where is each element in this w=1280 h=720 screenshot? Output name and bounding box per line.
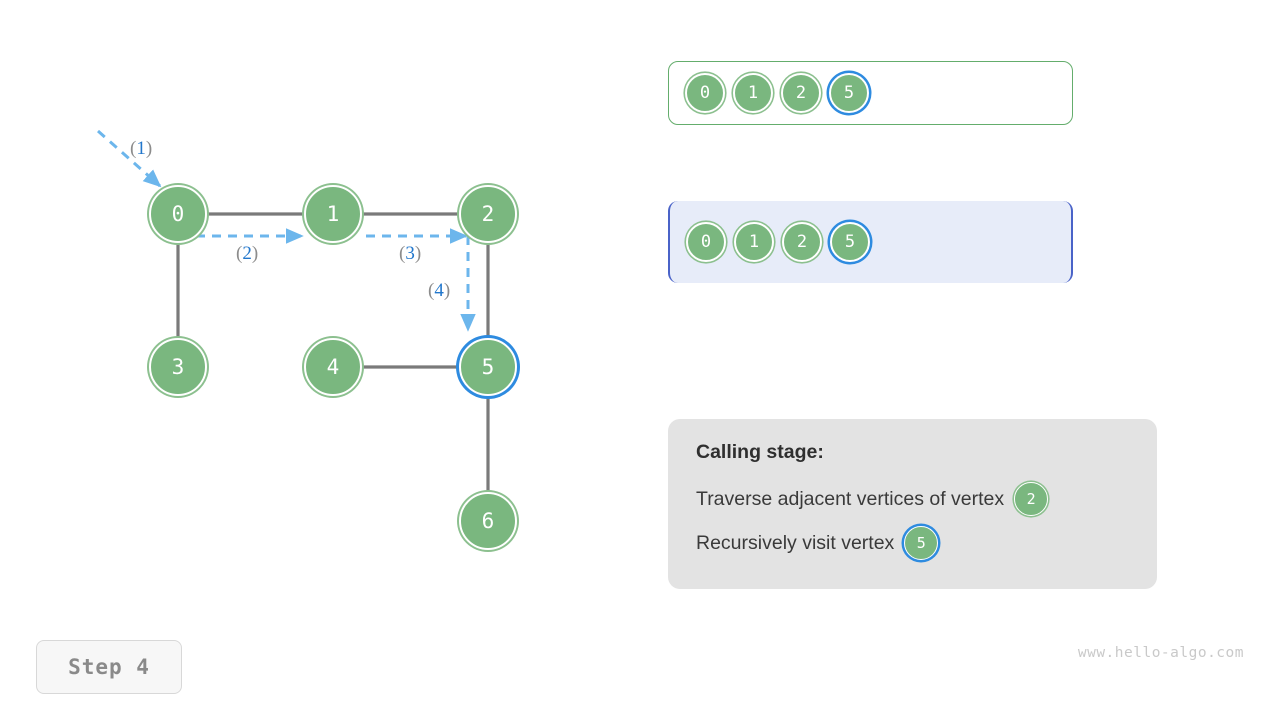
traversal-step-label-4: (4)	[428, 280, 451, 301]
calling-stage-line-text-0: Traverse adjacent vertices of vertex	[696, 487, 1005, 510]
visited-item-2: 2	[782, 222, 822, 262]
graph-panel: 0 1 2 3 4 5 6 (1) (2) (3) (4)	[0, 0, 640, 640]
graph-node-0: 0	[149, 185, 207, 243]
visited-item-0: 0	[686, 222, 726, 262]
graph-node-1: 1	[304, 185, 362, 243]
graph-edges-svg	[97, 129, 490, 494]
graph-node-5: 5	[459, 338, 517, 396]
calling-stage-panel: Calling stage: Traverse adjacent vertice…	[668, 419, 1157, 589]
visited-item-3: 5	[830, 222, 870, 262]
res-item-2: 2	[781, 73, 821, 113]
calling-stage-line-0: Traverse adjacent vertices of vertex 2	[696, 482, 1129, 516]
graph-node-2: 2	[459, 185, 517, 243]
calling-stage-line-text-1: Recursively visit vertex	[696, 531, 895, 554]
calling-stage-line-1: Recursively visit vertex 5	[696, 526, 1129, 560]
res-item-0: 0	[685, 73, 725, 113]
watermark: www.hello-algo.com	[1077, 645, 1244, 661]
calling-stage-line-badge-1: 5	[904, 526, 939, 560]
traversal-step-label-3: (3)	[399, 243, 422, 264]
edge-group	[176, 212, 490, 494]
traversal-step-label-1: (1)	[130, 138, 153, 159]
calling-stage-title: Calling stage:	[696, 441, 824, 463]
traversal-step-label-2: (2)	[236, 243, 259, 264]
graph-node-3: 3	[149, 338, 207, 396]
step-badge: Step 4	[36, 640, 182, 694]
traversal-arrow-1	[97, 129, 162, 188]
graph-node-6: 6	[459, 492, 517, 550]
graph-node-4: 4	[304, 338, 362, 396]
res-item-1: 1	[733, 73, 773, 113]
visited-item-1: 1	[734, 222, 774, 262]
calling-stage-line-badge-0: 2	[1014, 482, 1049, 516]
traversal-path-group	[97, 129, 476, 332]
res-item-3: 5	[829, 73, 869, 113]
